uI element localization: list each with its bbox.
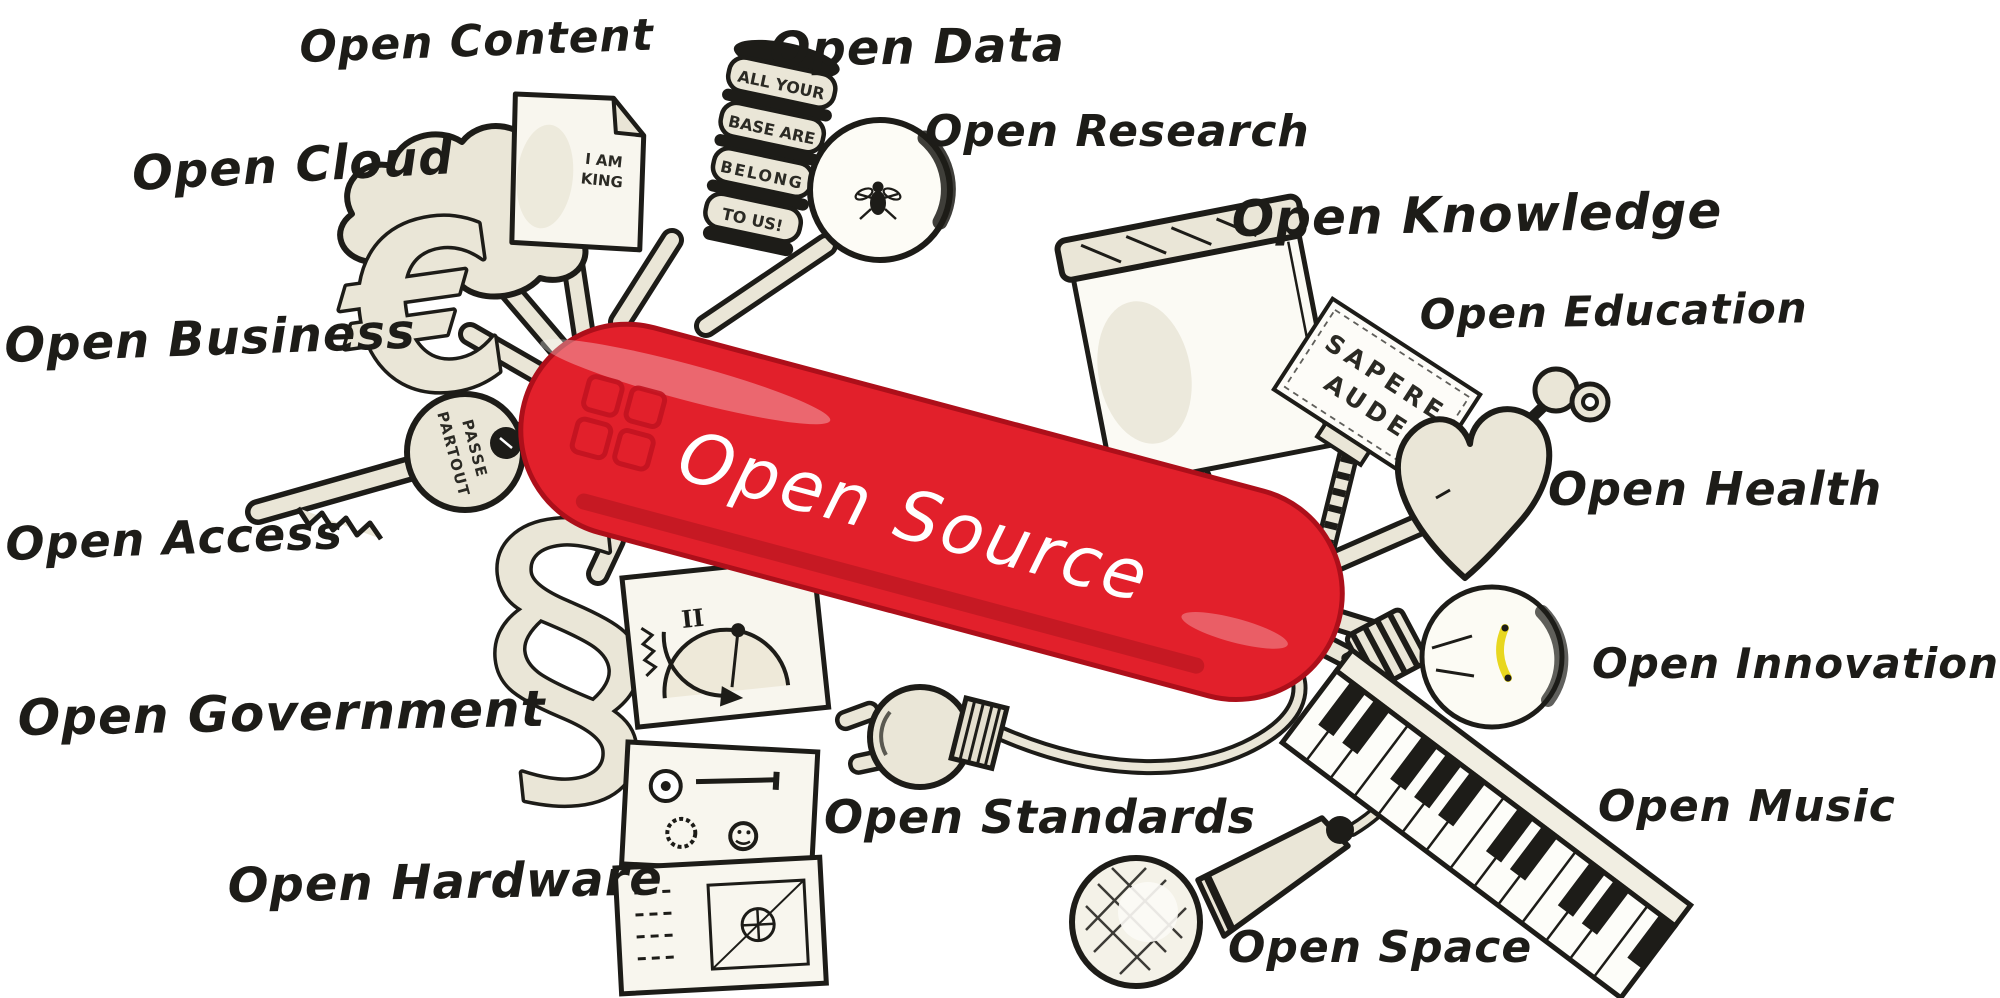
plug-collar	[948, 695, 1010, 772]
stamp-doodle: ALL YOUR BASE ARE BELONG TO US!	[702, 39, 840, 257]
label-open-government: Open Government	[17, 680, 547, 747]
label-open-space: Open Space	[1228, 922, 1532, 973]
schematic-doodle: II	[612, 555, 832, 997]
bulb-filament	[1496, 624, 1512, 682]
label-open-access: Open Access	[4, 505, 343, 571]
label-open-innovation: Open Innovation	[1592, 639, 1999, 688]
book-doodle	[1054, 193, 1343, 491]
plug-doodle	[834, 684, 1010, 790]
piano-black-keys	[1318, 681, 1675, 970]
labels: Open Content Open Data Open Research Ope…	[3, 10, 1999, 973]
label-open-education: Open Education	[1419, 283, 1808, 339]
knife-logo-icon	[569, 374, 668, 472]
piano-doodle	[1278, 646, 1695, 998]
key-doodle: PASSE PARTOUT	[245, 391, 526, 541]
paper-text-line1: I AM	[584, 150, 623, 172]
plug-cord-fill	[998, 656, 1304, 772]
label-open-hardware: Open Hardware	[227, 850, 663, 914]
microphone-doodle	[1069, 815, 1354, 989]
heart-doodle	[1395, 366, 1611, 581]
label-open-data: Open Data	[769, 17, 1065, 78]
knife-body: Open Source	[518, 321, 1345, 703]
label-open-music: Open Music	[1598, 781, 1896, 832]
schematic-panel-parts	[618, 739, 821, 877]
magnifier-doodle	[807, 117, 956, 263]
lightbulb-doodle	[1341, 584, 1569, 730]
paper-text-line2: KING	[580, 169, 624, 191]
fly-icon	[854, 181, 902, 220]
schematic-panel-list	[612, 854, 829, 997]
gauge-numeral: II	[680, 603, 705, 634]
paper-doodle: I AM KING	[509, 91, 647, 253]
label-open-knowledge: Open Knowledge	[1231, 181, 1723, 248]
label-open-research: Open Research	[925, 106, 1310, 157]
label-open-standards: Open Standards	[824, 790, 1256, 844]
key-teeth	[295, 506, 384, 541]
label-open-content: Open Content	[299, 10, 656, 73]
label-open-health: Open Health	[1548, 462, 1882, 516]
schematic-panel-gauge: II	[619, 555, 832, 730]
